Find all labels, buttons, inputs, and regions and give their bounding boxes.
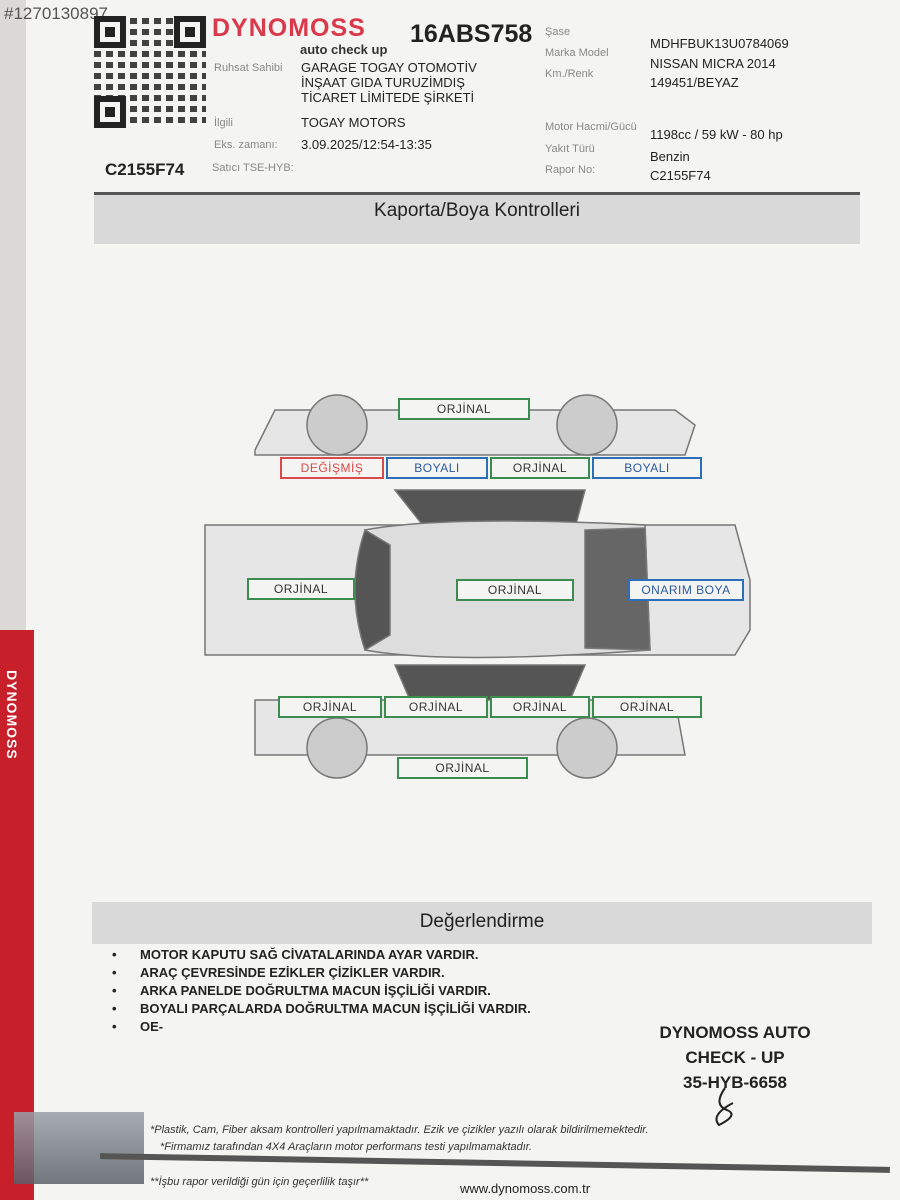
owner-label: Ruhsat Sahibi [214,62,283,74]
fuel-label: Yakıt Türü [545,143,595,155]
qr-finder [94,96,126,128]
note-item: ARAÇ ÇEVRESİNDE EZİKLER ÇİZİKLER VARDIR. [112,965,531,983]
contact-value: TOGAY MOTORS [301,115,406,130]
report-no-value: C2155F74 [650,168,711,183]
model-label: Marka Model [545,47,609,59]
part-tag-trunk: ONARIM BOYA [628,579,744,601]
company-stamp: DYNOMOSS AUTO CHECK - UP 35-HYB-6658 [640,1020,830,1095]
part-tag-right-rear-door: ORJİNAL [490,457,590,479]
part-tag-hood: ORJİNAL [247,578,355,600]
part-tag-right-front-door: BOYALI [386,457,488,479]
wheel-icon [306,717,368,779]
wheel-icon [556,717,618,779]
engine-label: Motor Hacmi/Gücü [545,121,637,133]
part-tag-left-rear-fender: ORJİNAL [592,696,702,718]
seller-label: Satıcı TSE-HYB: [212,162,294,174]
chassis-label: Şase [545,26,571,38]
plate-number: 16ABS758 [410,20,533,48]
part-tag-left-front-fender: ORJİNAL [278,696,382,718]
fuel-value: Benzin [650,149,690,164]
bodywork-section-title: Kaporta/Boya Kontrolleri [94,192,860,244]
contact-label: İlgili [214,117,233,129]
model-value: NISSAN MICRA 2014 [650,56,776,71]
side-brand-strip: DYNOMOSS [0,630,34,1200]
dealer-thumbnail [14,1112,144,1184]
window-bottom [393,664,587,701]
note-item: BOYALI PARÇALARDA DOĞRULTMA MACUN İŞÇİLİ… [112,1001,531,1019]
chassis-value: MDHFBUK13U0784069 [650,36,789,51]
owner-value: GARAGE TOGAY OTOMOTİV İNŞAAT GIDA TURUZİ… [301,60,477,105]
qr-finder [94,16,126,48]
note-item: MOTOR KAPUTU SAĞ CİVATALARINDA AYAR VARD… [112,947,531,965]
part-tag-right-front-fender: DEĞİŞMİŞ [280,457,384,479]
part-tag-left-front-door: ORJİNAL [384,696,488,718]
listing-id: #1270130897 [4,4,109,23]
brand-subtitle: auto check up [300,42,388,57]
part-tag-left-rear-door: ORJİNAL [490,696,590,718]
brand-logo: DYNOMOSS [212,14,366,42]
website-link[interactable]: www.dynomoss.com.tr [460,1181,591,1196]
part-tag-right-rear-fender: BOYALI [592,457,702,479]
stamp-line: CHECK - UP [685,1048,785,1067]
signature-icon [715,1087,734,1127]
exam-time-label: Eks. zamanı: [214,139,278,151]
part-tag-roof: ORJİNAL [456,579,574,601]
part-tag-left-sill: ORJİNAL [397,757,528,779]
km-color-label: Km./Renk [545,68,594,80]
engine-value: 1198cc / 59 kW - 80 hp [650,127,783,142]
footer-note-2: *Firmamız tarafından 4X4 Araçların motor… [160,1141,533,1153]
footer-note-3: **İşbu rapor verildiği gün için geçerlil… [150,1176,369,1188]
report-code: C2155F74 [105,160,185,179]
qr-finder [174,16,206,48]
part-tag-roof-right: ORJİNAL [398,398,530,420]
stamp-line: 35-HYB-6658 [683,1073,787,1092]
side-brand-text: DYNOMOSS [4,670,20,760]
stamp-line: DYNOMOSS AUTO [659,1023,811,1042]
evaluation-notes: MOTOR KAPUTU SAĞ CİVATALARINDA AYAR VARD… [112,947,531,1037]
note-item: OE- [112,1019,531,1037]
evaluation-section-title: Değerlendirme [92,902,872,944]
footer-note-1: *Plastik, Cam, Fiber aksam kontrolleri y… [150,1124,649,1136]
wheel-icon [306,394,368,456]
km-color-value: 149451/BEYAZ [650,75,739,90]
report-no-label: Rapor No: [545,164,596,176]
wheel-icon [556,394,618,456]
note-item: ARKA PANELDE DOĞRULTMA MACUN İŞÇİLİĞİ VA… [112,983,531,1001]
exam-time-value: 3.09.2025/12:54-13:35 [301,137,432,152]
